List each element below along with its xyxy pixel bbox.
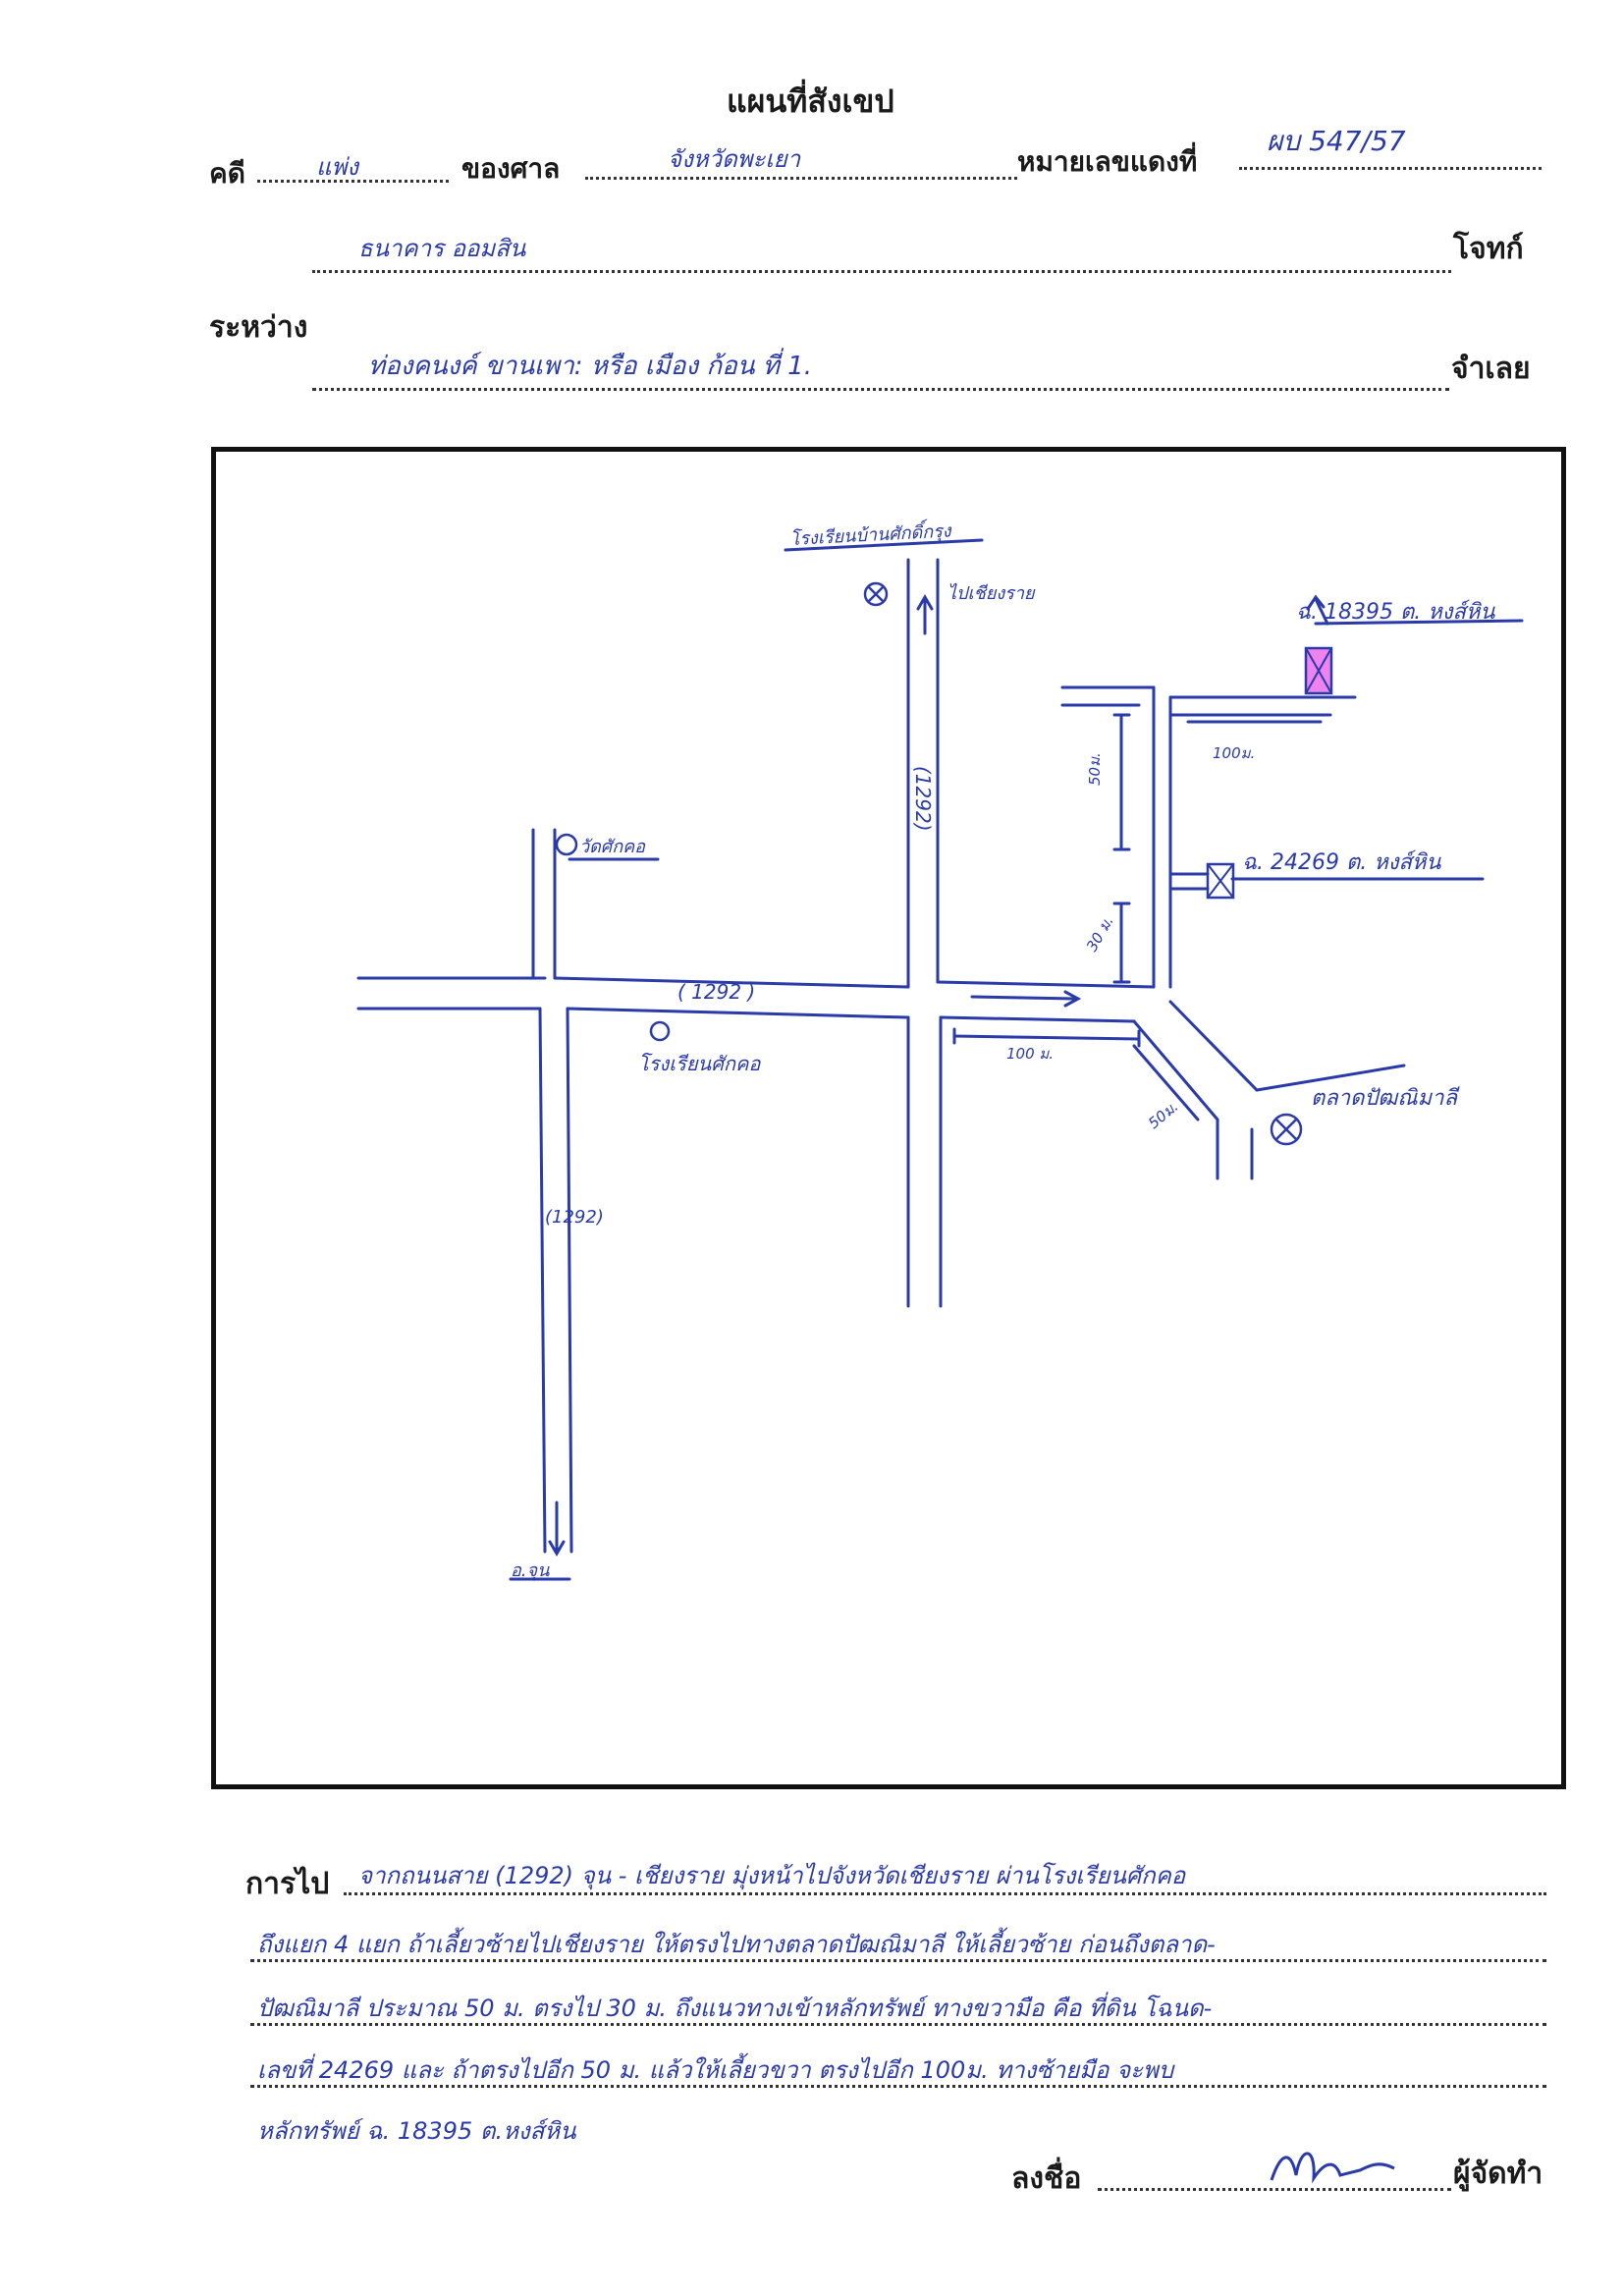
market-symbol-icon [1270,1113,1303,1146]
map-frame: โรงเรียนบ้านศักดิ์กรุง ไปเชียงราย ฉ. 183… [211,447,1566,1789]
temple-symbol-icon [555,833,578,856]
label-school-top: โรงเรียนบ้านศักดิ์กรุง [789,517,952,550]
directions-line-2: ถึงแยก 4 แยก ถ้าเลี้ยวซ้ายไปเชียงราย ให้… [257,1931,1216,1958]
label-parcel-24269: ฉ. 24269 ต. หงส์หิน [1242,849,1441,875]
underline-18395 [1314,619,1524,626]
signature-role: ผู้จัดทำ [1453,2157,1543,2191]
plaintiff-label: โจทก์ [1453,232,1524,266]
case-label: คดี [209,157,245,190]
case-value: แพ่ง [316,153,359,181]
label-dist-100-bottom: 100 ม. [1006,1045,1054,1063]
signature-scribble-icon [1270,2152,1395,2184]
label-temple: วัดศักคอ [579,837,646,857]
school-top-symbol-icon [863,581,889,607]
dim-50-diag [1132,1044,1200,1121]
label-road-1292-left: (1292) [545,1207,604,1228]
plaintiff-value: ธนาคาร ออมสิน [358,235,526,262]
directions-line-5: หลักทรัพย์ ฉ. 18395 ต.หงส์หิน [257,2117,576,2145]
directions-label: การไป [245,1867,330,1901]
label-to-chun: อ.จุน [511,1560,550,1581]
label-to-chiang-rai: ไปเชียงราย [947,582,1036,604]
road-south-left [538,1007,547,1554]
label-parcel-18395: ฉ. 18395 ต. หงส์หิน [1296,599,1495,625]
market-road-top [1255,1064,1406,1092]
label-dist-50: 50ม. [1086,752,1104,786]
document-title: แผนที่สังเขป [727,82,894,120]
directions-line-4: เลขที่ 24269 และ ถ้าตรงไปอีก 50 ม. แล้วใ… [257,2056,1174,2084]
label-school-bottom: โรงเรียนศักคอ [638,1052,761,1075]
red-no-value: ผบ 547/57 [1267,125,1406,157]
label-dist-50-diag: 50ม. [1145,1098,1181,1132]
red-no-label: หมายเลขแดงที่ [1017,145,1198,178]
defendant-label: จำเลย [1451,352,1531,386]
label-road-1292-vertical: (1292) [911,766,935,832]
road-mid-top-edge [553,976,910,989]
road-south-right [566,1007,573,1554]
sketch-map: โรงเรียนบ้านศักดิ์กรุง ไปเชียงราย ฉ. 183… [356,517,1524,1581]
defendant-value: ท่องคนงค์ ขานเพา: หรือ เมือง ก้อน ที่ 1. [368,352,812,381]
school-bottom-symbol-icon [649,1020,671,1042]
diag-road-inner [1132,1019,1219,1121]
arrow-east [970,995,1077,1001]
arrow-parcel-18395 [1314,597,1329,626]
directions-line-3: ปัฒณิมาลี ประมาณ 50 ม. ตรงไป 30 ม. ถึงแน… [257,1995,1213,2022]
directions-line-1: จากถนนสาย (1292) จุน - เชียงราย มุ่งหน้า… [358,1862,1186,1889]
parcel-24269-box-icon [1206,862,1235,900]
signature-label: ลงชื่อ [1011,2161,1082,2196]
label-dist-100-top: 100ม. [1213,744,1255,762]
road-mid-bottom-edge [566,1007,910,1019]
road-east-bottom-edge [939,1015,1136,1023]
label-road-1292-mid: ( 1292 ) [677,980,755,1004]
diag-road-outer [1168,1000,1259,1092]
court-value: จังหวัดพะเยา [668,145,801,173]
label-market: ตลาดปัฒณิมาลี [1311,1086,1460,1111]
dim-100-bottom [952,1034,1141,1041]
between-label: ระหว่าง [209,310,308,345]
road-east-top-edge [936,980,1156,989]
label-dist-30: 30 ม. [1083,913,1117,955]
underline-school-top [784,538,984,552]
court-label: ของศาล [461,152,561,185]
